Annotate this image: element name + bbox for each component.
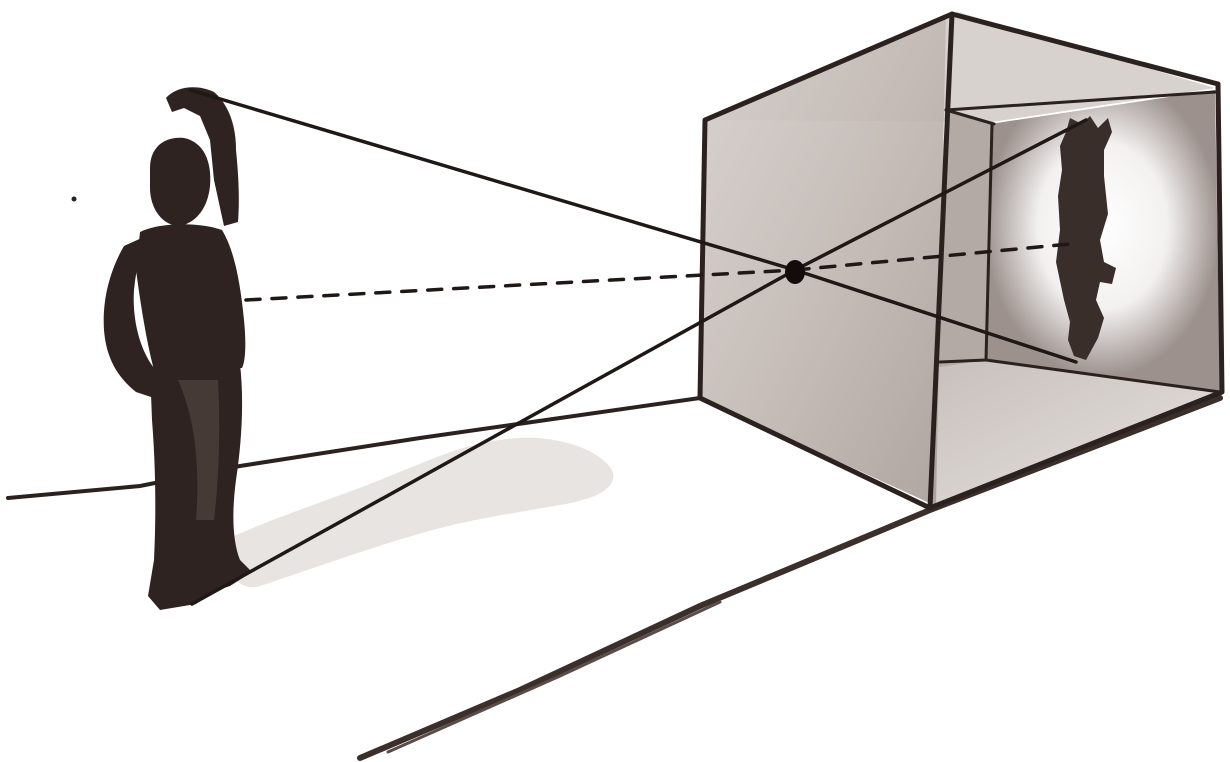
pinhole-icon [785,260,805,284]
camera-obscura-box [700,12,1222,508]
margin-dot [72,197,77,202]
standing-person-icon [104,87,252,610]
box-inner-edge-4 [940,360,986,362]
ray-bottom [192,270,795,604]
